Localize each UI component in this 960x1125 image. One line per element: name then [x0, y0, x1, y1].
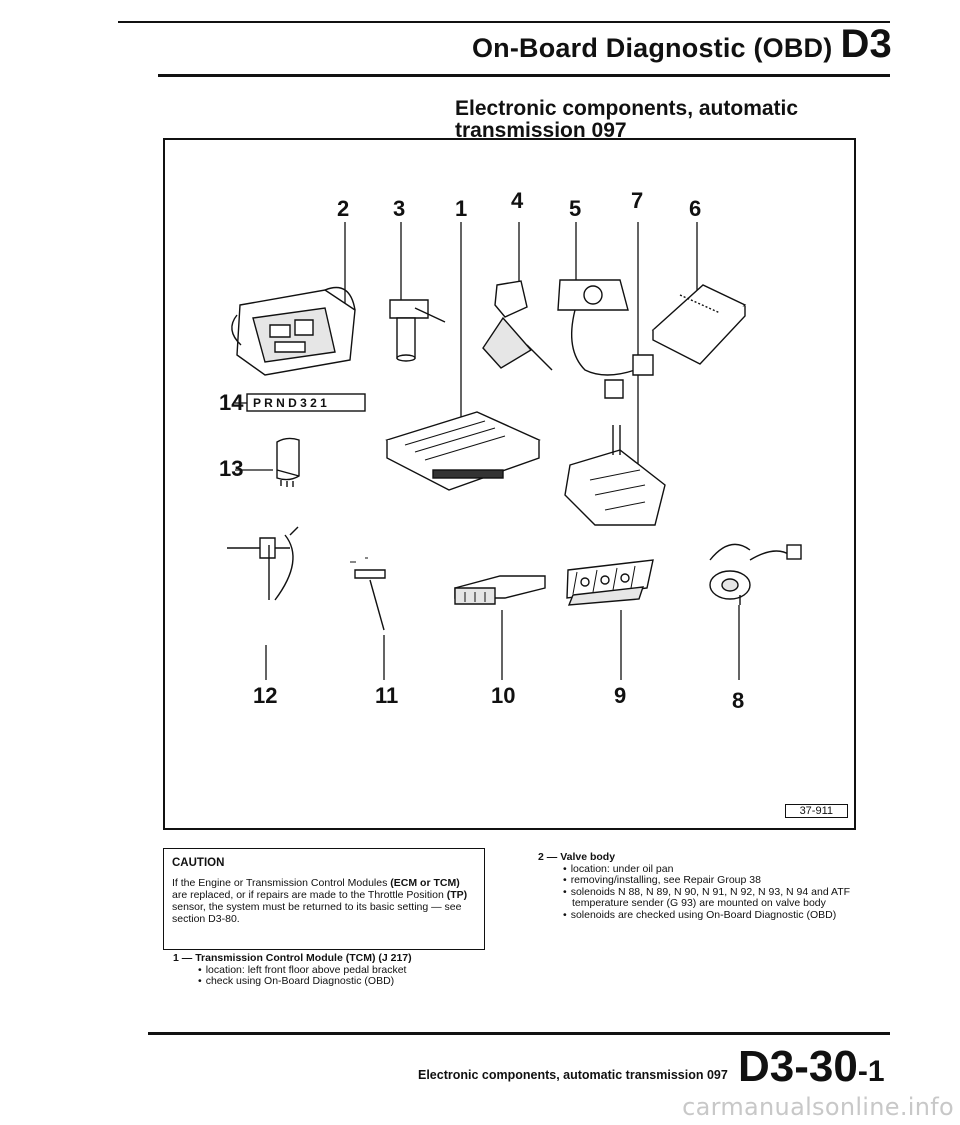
speed-sensor-drawing — [389, 299, 446, 362]
figure-label-11: 11 — [375, 683, 398, 708]
item-2-bullet: removing/installing, see Repair Group 38 — [562, 874, 873, 887]
item-2: 2 — Valve body location: under oil pan r… — [538, 851, 873, 922]
component-figure: P R N D 3 2 1 — [163, 138, 856, 830]
solenoids-drawing — [566, 559, 654, 606]
valve-assembly-drawing — [564, 425, 666, 526]
linkage-drawing — [454, 575, 546, 605]
item-2-title: Valve body — [560, 851, 616, 863]
control-module-drawing — [651, 284, 747, 365]
figure-label-10: 10 — [491, 683, 515, 708]
item-1-title: Transmission Control Module (TCM) (J 217… — [195, 952, 412, 964]
page-number: D3-30-1 — [738, 1042, 885, 1092]
figure-label-6: 6 — [689, 196, 701, 221]
header-bottom-rule — [158, 74, 890, 77]
probe-drawing — [227, 526, 299, 601]
selector-display-drawing: P R N D 3 2 1 — [246, 393, 366, 412]
item-2-bullet: solenoids N 88, N 89, N 90, N 91, N 92, … — [562, 886, 873, 910]
footer-text: Electronic components, automatic transmi… — [418, 1068, 728, 1082]
figure-label-12: 12 — [253, 683, 277, 708]
temperature-sender-drawing — [709, 543, 802, 605]
kickdown-switch-drawing — [557, 279, 654, 399]
caution-text: If the Engine or Transmission Control Mo… — [172, 877, 476, 925]
figure-id: 37-911 — [784, 804, 848, 818]
caution-text-1: If the Engine or Transmission Control Mo… — [172, 877, 391, 889]
item-2-bullet: location: under oil pan — [562, 863, 873, 876]
figure-label-2: 2 — [337, 196, 349, 221]
component-illustration: P R N D 3 2 1 — [219, 188, 802, 713]
header-section-code: D3 — [840, 22, 892, 66]
figure-label-14: 14 — [219, 390, 244, 415]
header-title: On-Board Diagnostic (OBD) — [471, 33, 833, 63]
item-2-number: 2 — [538, 851, 544, 863]
relay-drawing — [276, 437, 300, 487]
page-header: On-Board Diagnostic (OBD)D3 — [472, 22, 892, 67]
item-2-bullet: solenoids are checked using On-Board Dia… — [562, 909, 873, 922]
caution-bold-1: (ECM or TCM) — [390, 877, 460, 889]
figure-label-7: 7 — [631, 188, 643, 213]
page-footer: Electronic components, automatic transmi… — [0, 1040, 960, 1100]
figure-label-3: 3 — [393, 196, 405, 221]
caution-heading: CAUTION — [172, 857, 225, 869]
caution-text-2: are replaced, or if repairs are made to … — [172, 889, 447, 901]
caution-text-3: sensor, the system must be returned to i… — [172, 901, 462, 925]
caution-bold-2: (TP) — [446, 889, 468, 901]
throttle-switch-drawing — [482, 280, 553, 371]
figure-label-1: 1 — [455, 196, 467, 221]
figure-label-5: 5 — [569, 196, 581, 221]
item-1-bullet: location: left front floor above pedal b… — [197, 964, 488, 977]
section-title: Electronic components, automatic transmi… — [455, 97, 799, 142]
figure-label-8: 8 — [732, 688, 744, 713]
figure-label-9: 9 — [614, 683, 626, 708]
item-2-heading: 2 — Valve body — [538, 851, 616, 863]
caution-box: CAUTION If the Engine or Transmission Co… — [163, 848, 485, 950]
header-top-rule — [118, 21, 890, 23]
footer-rule — [148, 1032, 890, 1035]
watermark: carmanualsonline.info — [682, 1093, 954, 1121]
figure-label-13: 13 — [219, 456, 243, 481]
selector-display-text: P R N D 3 2 1 — [253, 396, 327, 410]
sensor-small-drawing — [350, 557, 386, 631]
item-1-heading: 1 — Transmission Control Module (TCM) (J… — [173, 952, 412, 964]
figure-label-4: 4 — [511, 188, 524, 213]
tcm-drawing — [385, 411, 541, 491]
item-1-bullet: check using On-Board Diagnostic (OBD) — [197, 975, 488, 988]
item-1-number: 1 — [173, 952, 179, 964]
page-number-suffix: -1 — [857, 1055, 885, 1088]
item-1: 1 — Transmission Control Module (TCM) (J… — [173, 952, 488, 988]
page-number-main: D3-30 — [738, 1042, 858, 1091]
valve-body-drawing — [231, 286, 356, 376]
